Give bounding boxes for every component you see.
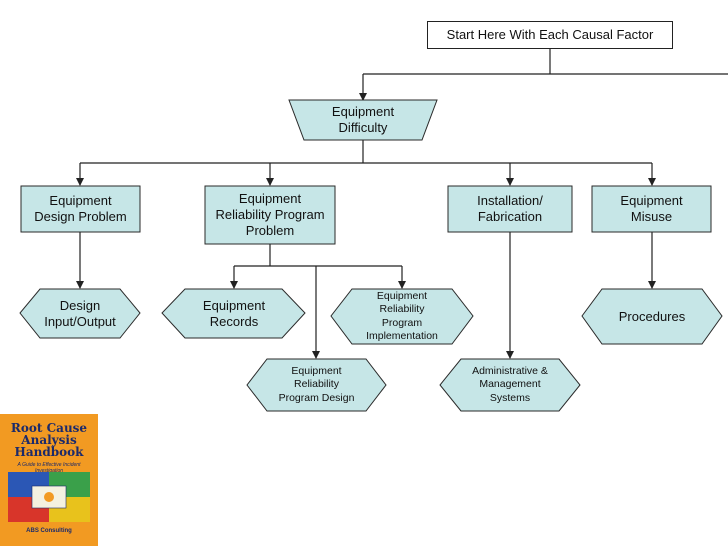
connectors — [76, 49, 728, 359]
admin-systems-shape — [439, 358, 581, 412]
book-cover-image: Root Cause Analysis Handbook A Guide to … — [0, 414, 98, 546]
installation-label: Installation/ Fabrication — [477, 193, 543, 224]
misuse-shape — [591, 185, 712, 233]
records-label: Equipment Records — [202, 297, 266, 329]
installation-shape — [447, 185, 573, 233]
root-node-shape — [288, 99, 438, 141]
design-problem-label: Equipment Design Problem — [34, 193, 127, 224]
design-problem-shape — [20, 185, 141, 233]
procedures-label: Procedures — [618, 308, 686, 324]
program-implementation-label: Equipment Reliability Program Implementa… — [366, 290, 438, 342]
start-node-label: Start Here With Each Causal Factor — [446, 27, 654, 43]
program-implementation-shape — [330, 288, 474, 345]
book-cover-title: Root Cause Analysis Handbook — [10, 421, 88, 459]
book-cover-subtitle: A Guide to Effective Incident Investigat… — [17, 462, 81, 474]
start-node-box — [427, 21, 673, 49]
reliability-problem-shape — [204, 185, 336, 245]
book-cover-publisher: ABS Consulting — [26, 528, 72, 534]
design-io-label: Design Input/Output — [44, 297, 116, 329]
program-design-label: Equipment Reliability Program Design — [278, 365, 355, 404]
misuse-label: Equipment Misuse — [620, 193, 683, 224]
procedures-shape — [581, 288, 723, 345]
design-io-shape — [19, 288, 141, 339]
program-design-shape — [246, 358, 387, 412]
reliability-problem-label: Equipment Reliability Program Problem — [215, 191, 325, 238]
admin-systems-label: Administrative & Management Systems — [472, 365, 548, 404]
puzzle-graphic — [8, 472, 90, 522]
root-node-label: Equipment Difficulty — [331, 104, 395, 135]
records-shape — [161, 288, 306, 339]
